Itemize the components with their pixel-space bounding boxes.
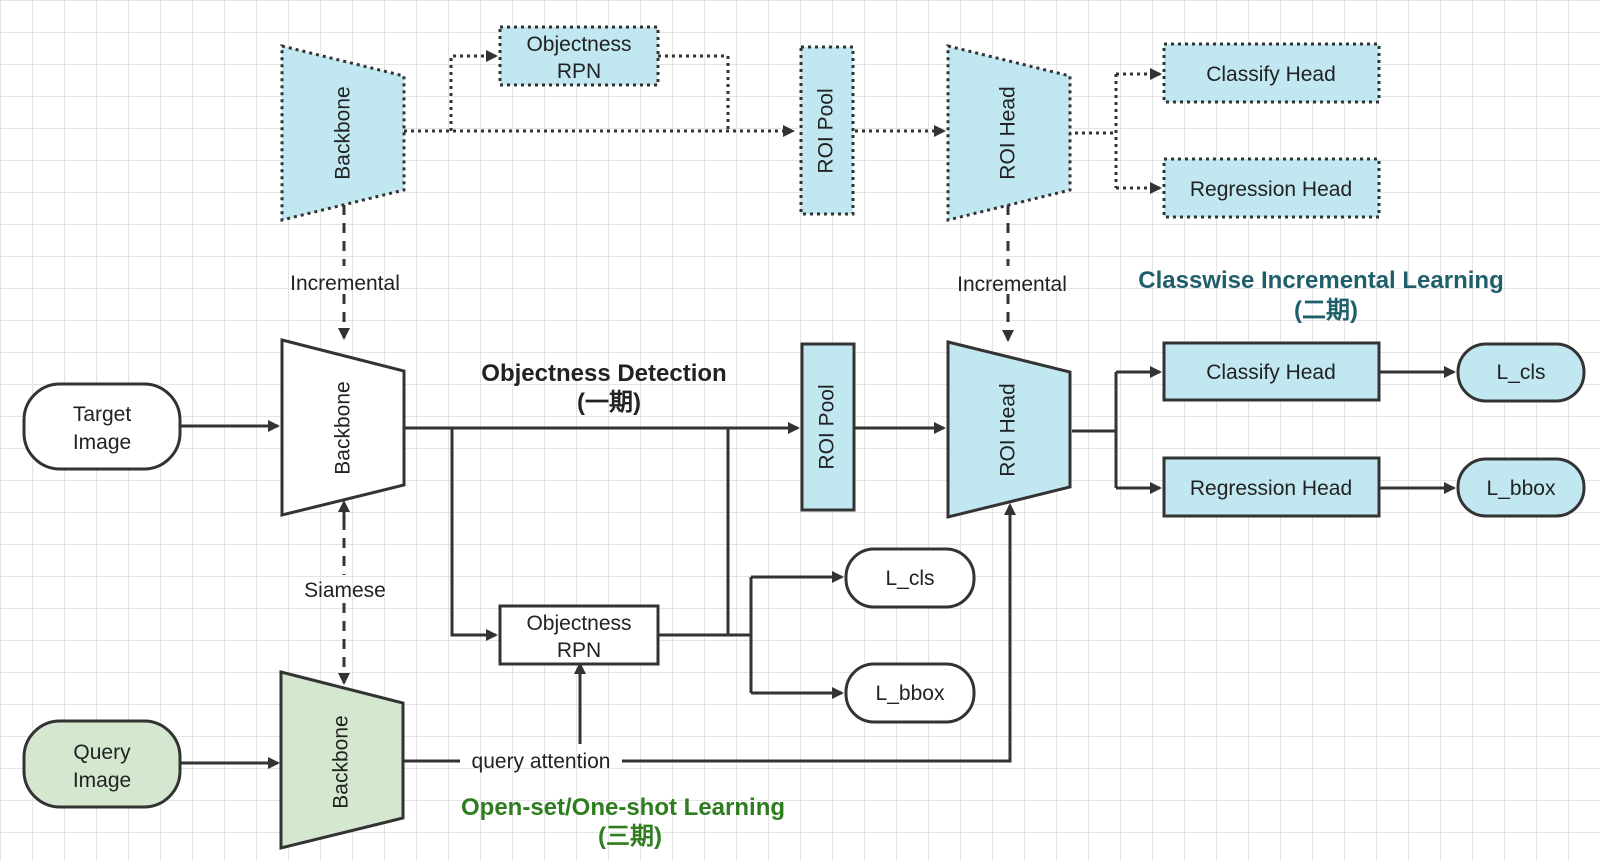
incremental-left-label: Incremental bbox=[290, 272, 400, 295]
target-image-node: Target Image bbox=[22, 382, 182, 471]
top-roi-pool-label: ROI Pool bbox=[815, 88, 838, 173]
query-image-line1: Query bbox=[73, 741, 131, 764]
top-roi-head: ROI Head bbox=[946, 44, 1072, 222]
rpn-loss-bbox-label: L_bbox bbox=[876, 682, 945, 705]
incremental-links bbox=[338, 205, 1014, 342]
bottom-row-connectors bbox=[181, 503, 1016, 769]
loss-bbox-node: L_bbox bbox=[1456, 457, 1586, 518]
top-backbone: Backbone bbox=[280, 44, 406, 222]
top-classify-head: Classify Head bbox=[1162, 42, 1381, 104]
open-set-title: Open-set/One-shot Learning bbox=[461, 794, 785, 821]
bottom-backbone: Backbone bbox=[279, 670, 405, 850]
middle-row-connectors bbox=[181, 366, 1456, 699]
middle-regression-head: Regression Head bbox=[1162, 456, 1381, 518]
rpn-loss-bbox-node: L_bbox bbox=[844, 662, 976, 724]
loss-cls-node: L_cls bbox=[1456, 342, 1586, 403]
top-row-connectors bbox=[397, 50, 1162, 194]
middle-rpn-line1: Objectness bbox=[526, 612, 631, 635]
top-rpn-line1: Objectness bbox=[526, 33, 631, 56]
target-image-line1: Target bbox=[73, 403, 132, 426]
top-roi-pool: ROI Pool bbox=[799, 45, 855, 216]
middle-backbone: Backbone bbox=[280, 338, 406, 517]
loss-cls-label: L_cls bbox=[1496, 361, 1545, 384]
middle-roi-pool-label: ROI Pool bbox=[816, 384, 839, 469]
query-image-node: Query Image bbox=[22, 719, 182, 809]
open-set-phase: (三期) bbox=[598, 823, 662, 850]
siamese-label: Siamese bbox=[304, 579, 386, 602]
classwise-title: Classwise Incremental Learning bbox=[1138, 267, 1503, 294]
top-regression-head-label: Regression Head bbox=[1190, 178, 1352, 201]
middle-regression-head-label: Regression Head bbox=[1190, 477, 1352, 500]
objectness-detection-title: Objectness Detection bbox=[481, 360, 726, 387]
middle-roi-head-label: ROI Head bbox=[997, 383, 1020, 476]
top-backbone-label: Backbone bbox=[332, 86, 355, 179]
loss-bbox-label: L_bbox bbox=[1487, 477, 1556, 500]
middle-rpn-line2: RPN bbox=[557, 639, 601, 662]
query-attention-label: query attention bbox=[472, 750, 611, 773]
top-classify-head-label: Classify Head bbox=[1206, 63, 1336, 86]
top-objectness-rpn: Objectness RPN bbox=[498, 25, 660, 87]
top-rpn-line2: RPN bbox=[557, 60, 601, 83]
bottom-backbone-label: Backbone bbox=[330, 715, 353, 808]
classwise-phase: (二期) bbox=[1294, 297, 1358, 324]
query-image-line2: Image bbox=[73, 769, 131, 792]
middle-classify-head-label: Classify Head bbox=[1206, 361, 1336, 384]
rpn-loss-cls-label: L_cls bbox=[885, 567, 934, 590]
target-image-line2: Image bbox=[73, 431, 131, 454]
middle-classify-head: Classify Head bbox=[1162, 341, 1381, 402]
top-roi-head-label: ROI Head bbox=[997, 86, 1020, 179]
objectness-detection-phase: (一期) bbox=[577, 389, 641, 416]
middle-roi-pool: ROI Pool bbox=[800, 342, 856, 512]
middle-roi-head: ROI Head bbox=[946, 340, 1072, 519]
top-regression-head: Regression Head bbox=[1162, 157, 1381, 219]
middle-objectness-rpn: Objectness RPN bbox=[498, 604, 660, 666]
middle-backbone-label: Backbone bbox=[332, 381, 355, 474]
rpn-loss-cls-node: L_cls bbox=[844, 547, 976, 609]
incremental-right-label: Incremental bbox=[957, 273, 1067, 296]
